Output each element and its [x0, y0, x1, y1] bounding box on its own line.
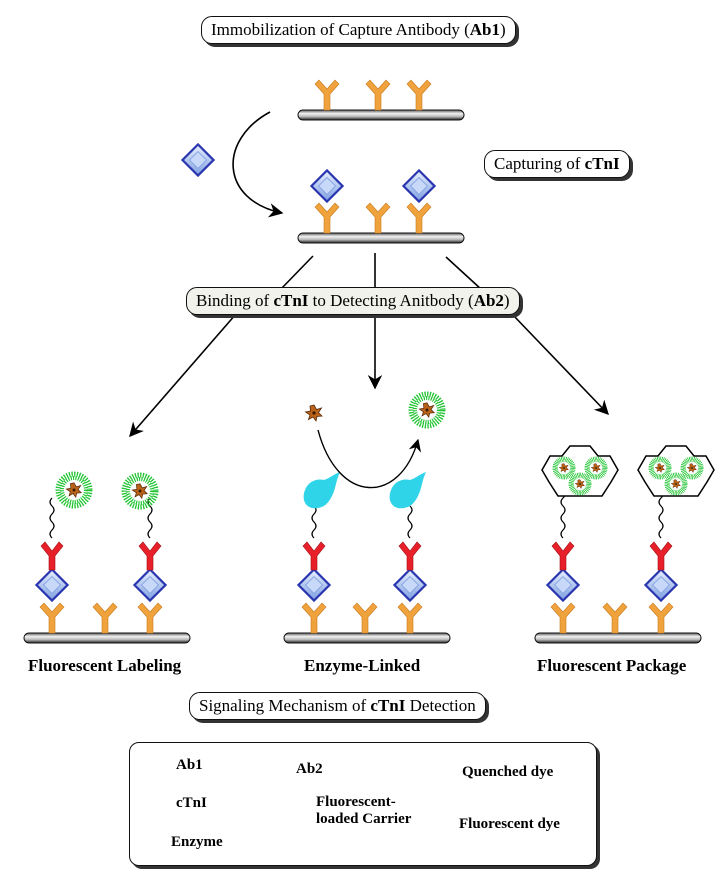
label-binding: Binding of cTnI to Detecting Anitbody (A… [186, 287, 520, 315]
legend-fluor-label: Fluorescent dye [459, 816, 560, 832]
arrow-right [511, 313, 609, 416]
top-surface [297, 79, 465, 121]
enzyme-reaction-arrow [317, 429, 422, 489]
label-signaling: Signaling Mechanism of cTnI Detection [189, 692, 486, 720]
panel-title-enzyme-linked: Enzyme-Linked [304, 656, 421, 675]
panel-fluorescent-labeling-art [23, 474, 191, 644]
legend-carrier-label-1: Fluorescent- [316, 794, 396, 810]
branch-right-top [445, 256, 483, 291]
panel-title-fluorescent-package: Fluorescent Package [537, 656, 687, 675]
arrow-left [129, 313, 237, 438]
legend [129, 742, 597, 866]
panel-fluorescent-package-art [534, 446, 714, 644]
label-capturing: Capturing of cTnI [484, 150, 630, 178]
panel-enzyme-linked-art [283, 394, 451, 644]
legend-ctni-label: cTnI [176, 795, 207, 811]
legend-quenched-label: Quenched dye [462, 764, 554, 780]
legend-enzyme-label: Enzyme [171, 834, 223, 850]
second-surface [297, 169, 465, 244]
panel-title-fluorescent-labeling: Fluorescent Labeling [28, 656, 182, 675]
branch-left-top [279, 255, 314, 291]
legend-ab2-label: Ab2 [296, 761, 323, 777]
label-immobilization: Immobilization of Capture Antibody (Ab1) [201, 16, 516, 44]
legend-ab1-label: Ab1 [176, 757, 203, 773]
capture-arrow [232, 111, 284, 218]
free-ctni [181, 143, 215, 177]
legend-carrier-label-2: loaded Carrier [316, 811, 412, 827]
